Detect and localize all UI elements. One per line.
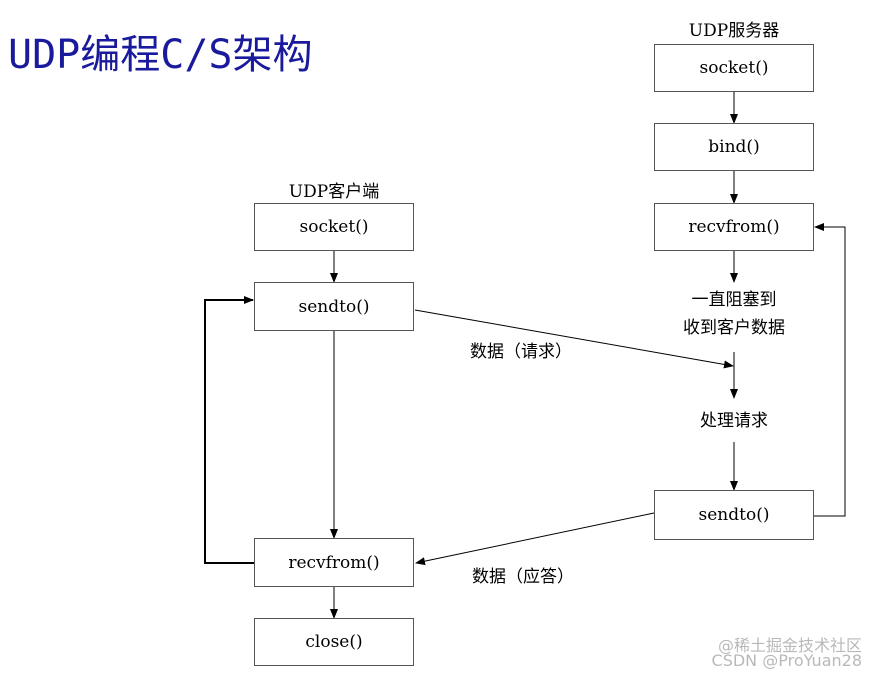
server-header: UDP服务器 — [688, 21, 780, 41]
server-recvfrom-box: recvfrom() — [654, 203, 814, 251]
server-bind-box: bind() — [654, 123, 814, 171]
page-title: UDP编程C/S架构 — [8, 32, 313, 78]
server-socket-box: socket() — [654, 44, 814, 92]
server-block-note-line1: 一直阻塞到 — [691, 290, 777, 310]
loop-client-recvfrom-to-sendto — [204, 296, 254, 564]
arrow-response — [415, 512, 655, 566]
client-sendto-box: sendto() — [254, 282, 414, 331]
loop-server-sendto-to-recvfrom — [814, 223, 846, 517]
client-recvfrom-box: recvfrom() — [254, 538, 414, 587]
server-sendto-box: sendto() — [654, 490, 814, 540]
watermark-community: @稀土掘金技术社区 — [717, 636, 862, 655]
watermark-csdn: CSDN @ProYuan28 — [711, 651, 862, 670]
client-header: UDP客户端 — [288, 182, 380, 202]
response-label: 数据（应答） — [472, 567, 574, 587]
server-block-note-line2: 收到客户数据 — [683, 318, 785, 338]
client-socket-box: socket() — [254, 203, 414, 251]
arrow-request — [414, 309, 734, 369]
server-process-label: 处理请求 — [664, 406, 804, 431]
client-close-box: close() — [254, 618, 414, 666]
request-label: 数据（请求） — [470, 342, 572, 362]
